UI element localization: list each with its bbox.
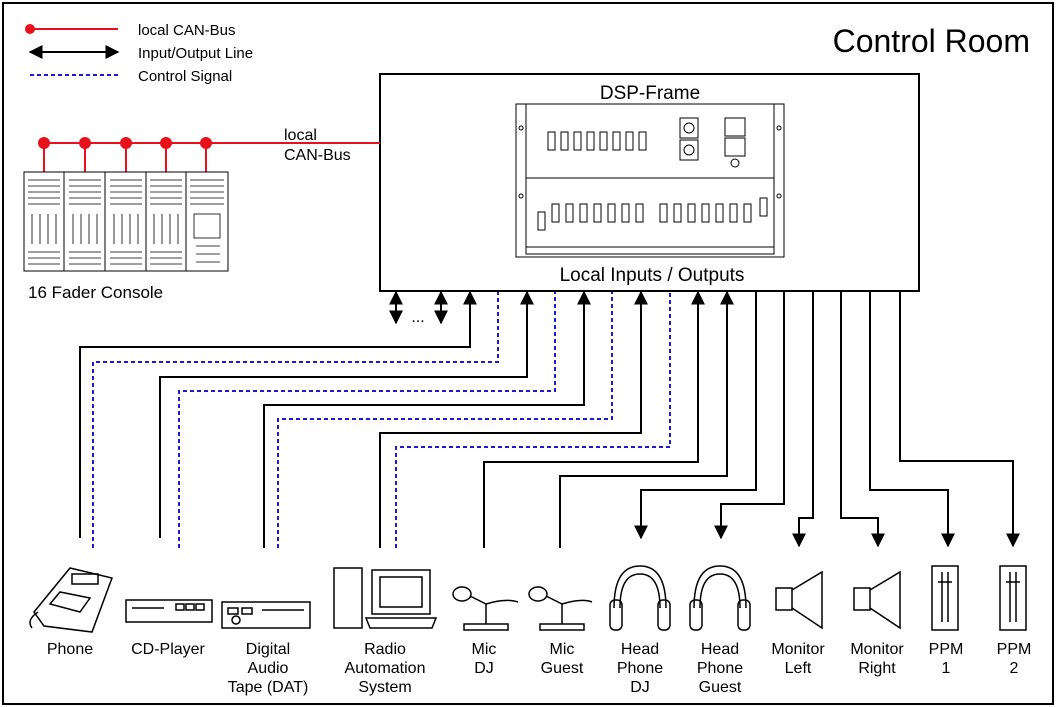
label-headphone-dj-1: Head bbox=[621, 641, 659, 658]
can-bus bbox=[38, 137, 380, 172]
monitor-left-icon bbox=[775, 570, 823, 630]
label-ppm1-1: PPM bbox=[929, 641, 964, 658]
legend-can-bus-dot bbox=[25, 24, 35, 34]
label-headphone-dj-2: Phone bbox=[617, 660, 663, 677]
dsp-frame-title: DSP-Frame bbox=[600, 83, 700, 104]
legend-control-label: Control Signal bbox=[138, 68, 232, 85]
dsp-io-label: Local Inputs / Outputs bbox=[560, 265, 745, 286]
label-ppm1-2: 1 bbox=[942, 660, 951, 677]
cd-player-icon bbox=[125, 599, 213, 623]
control-lines bbox=[92, 292, 671, 548]
label-cd-player: CD-Player bbox=[131, 641, 205, 658]
label-dat-3: Tape (DAT) bbox=[228, 679, 309, 696]
dat-icon bbox=[221, 601, 311, 629]
label-mic-guest-2: Guest bbox=[541, 660, 584, 677]
label-ppm2-1: PPM bbox=[997, 641, 1032, 658]
fader-console-icon bbox=[23, 171, 229, 272]
ppm1-icon bbox=[931, 565, 959, 631]
diagram-title: Control Room bbox=[833, 23, 1030, 59]
label-radio-2: Automation bbox=[345, 660, 426, 677]
legend-io-label: Input/Output Line bbox=[138, 45, 253, 62]
label-ppm2-2: 2 bbox=[1010, 660, 1019, 677]
legend: local CAN-Bus Input/Output Line Control … bbox=[25, 22, 253, 85]
mic-guest-icon bbox=[528, 586, 593, 631]
label-mic-guest-1: Mic bbox=[550, 641, 575, 658]
label-phone: Phone bbox=[47, 641, 93, 658]
io-lines bbox=[79, 290, 1020, 548]
phone-icon bbox=[29, 567, 113, 633]
label-monitor-left-2: Left bbox=[785, 660, 812, 677]
label-monitor-right-2: Right bbox=[858, 660, 896, 677]
label-radio-3: System bbox=[358, 679, 411, 696]
io-bidirectional-arrows bbox=[389, 290, 448, 325]
label-monitor-right-1: Monitor bbox=[850, 641, 904, 658]
label-mic-dj-2: DJ bbox=[474, 660, 494, 677]
label-headphone-guest-2: Phone bbox=[697, 660, 743, 677]
monitor-right-icon bbox=[853, 570, 901, 630]
label-dat-2: Audio bbox=[248, 660, 289, 677]
label-headphone-dj-3: DJ bbox=[630, 679, 650, 696]
dsp-frame-box bbox=[379, 73, 920, 292]
label-dat-1: Digital bbox=[246, 641, 290, 658]
legend-can-bus-label: local CAN-Bus bbox=[138, 22, 236, 39]
can-bus-label-line2: CAN-Bus bbox=[284, 147, 351, 164]
mic-dj-icon bbox=[452, 586, 519, 631]
headphone-guest-icon bbox=[689, 565, 751, 631]
can-bus-label-line1: local bbox=[284, 127, 317, 144]
headphone-dj-icon bbox=[609, 565, 671, 631]
label-radio-1: Radio bbox=[364, 641, 406, 658]
io-ellipsis: ... bbox=[411, 309, 424, 326]
label-headphone-guest-3: Guest bbox=[699, 679, 742, 696]
console-label: 16 Fader Console bbox=[28, 283, 163, 302]
label-monitor-left-1: Monitor bbox=[771, 641, 825, 658]
dsp-rack-icon bbox=[515, 103, 785, 258]
device-labels: Phone CD-Player Digital Audio Tape (DAT)… bbox=[47, 641, 1031, 696]
label-headphone-guest-1: Head bbox=[701, 641, 739, 658]
radio-automation-icon bbox=[333, 567, 438, 629]
label-mic-dj-1: Mic bbox=[472, 641, 497, 658]
ppm2-icon bbox=[999, 565, 1027, 631]
